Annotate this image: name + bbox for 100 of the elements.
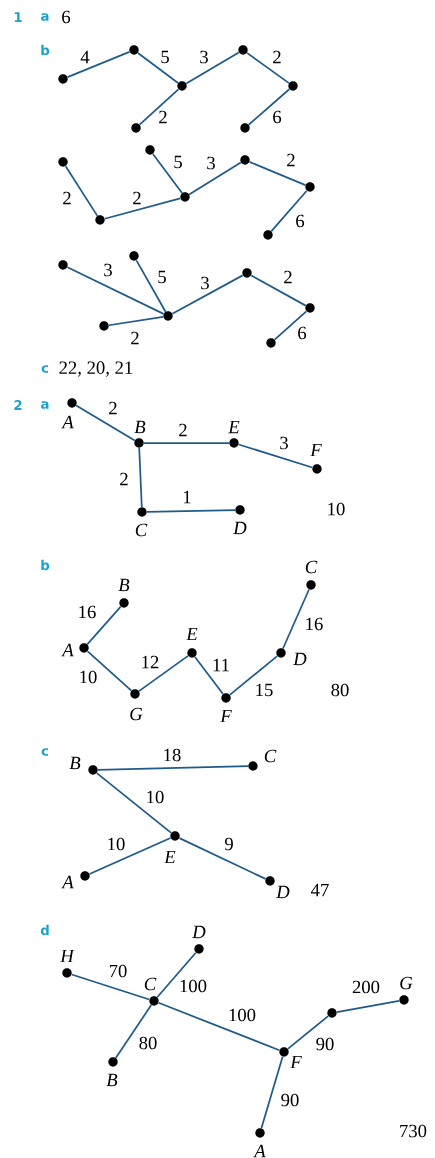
edge-label: 5 [172,155,184,169]
part-label: 1 [14,12,22,22]
edge-line [152,153,183,194]
vertex-label: A [61,643,74,657]
edge-label: 10 [78,670,98,684]
edge-label: 1 [181,490,193,504]
vertex-label: C [264,749,277,763]
edge-line [185,51,240,85]
edge-line [143,442,230,444]
vertex-label: C [135,523,148,537]
vertex-label: D [192,925,206,939]
part-label: c [41,365,49,373]
edge-line [95,772,172,834]
answer-text: 10 [328,502,345,516]
vertex-label: B [134,420,146,434]
edge-line [248,161,307,186]
edge-label: 2 [61,191,73,205]
edge-line [156,951,197,999]
answer-text: 47 [311,883,329,897]
edge-label: 11 [211,658,231,672]
vertex-label: A [61,415,74,429]
edge-label: 2 [107,401,119,415]
part-label: a [41,401,49,409]
edge-line [228,655,279,696]
vertex-label: E [164,850,176,864]
edge-line [194,656,224,695]
edge-line [75,404,136,442]
edge-line [70,973,151,1001]
edge-label: 100 [227,1008,257,1022]
edge-line [97,765,249,771]
edge-label: 3 [278,436,290,450]
edge-label: 5 [156,270,168,284]
vertex-label: B [69,756,81,770]
edge-label: 90 [315,1037,335,1051]
part-label: c [41,748,49,756]
vertex-label: A [253,1144,266,1158]
part-label: b [41,559,50,571]
edge-line [178,837,267,880]
answer-text: 22, 20, 21 [59,361,133,377]
edge-line [103,197,182,220]
part-label: d [40,924,49,936]
edge-label: 100 [178,979,208,993]
vertex-label: E [186,627,198,641]
edge-line [135,259,167,313]
vertex-label: D [276,885,290,899]
vertex-label: B [106,1073,118,1087]
edge-label: 15 [254,683,274,697]
edge-line [336,1000,400,1013]
edge-label: 2 [271,50,283,64]
edge-label: 2 [285,153,297,167]
edge-label: 3 [205,156,217,170]
edge-line [86,650,133,692]
edge-label: 3 [199,276,211,290]
edge-line [286,1015,330,1050]
vertex-label: G [130,707,143,721]
edge-label: 3 [102,263,114,277]
edge-label: 10 [106,837,126,851]
edge-line [188,161,242,196]
edge-line [282,588,310,650]
part-label: b [41,44,50,56]
edge-line [64,165,99,217]
edge-label: 2 [118,472,130,486]
edge-label: 18 [162,748,182,762]
edge-line [250,274,307,307]
vertex-label: H [60,949,75,963]
edge-label: 10 [145,790,165,804]
vertex-label: F [220,709,232,723]
vertex-label: F [310,443,322,457]
edge-label: 6 [271,110,283,124]
edge-label: 2 [177,423,189,437]
answer-text: 80 [331,683,349,697]
edge-label: 5 [159,50,171,64]
edge-line [247,88,291,126]
edge-line [157,1001,281,1052]
answer-text: 6 [62,10,71,24]
part-label: a [41,13,49,21]
edge-line [138,655,189,692]
edge-line [66,51,131,79]
edge-label: 90 [280,1093,300,1107]
edge-line [108,315,164,327]
edge-label: 16 [77,605,97,619]
edge-label: 4 [79,50,91,64]
edge-line [86,605,122,646]
edge-label: 12 [140,655,160,669]
edge-line [260,1055,284,1130]
edge-label: 2 [131,191,143,205]
edge-line [137,52,179,84]
edge-label: 16 [304,617,324,631]
edge-label: 80 [138,1036,158,1050]
vertex-label: C [305,560,318,574]
edge-line [273,310,308,341]
edge-label: 2 [282,270,294,284]
edge-label: 3 [198,50,210,64]
vertex-label: G [400,976,413,990]
edge-line [138,88,180,126]
edge-line [88,837,172,875]
edge-line [138,447,143,508]
edge-line [237,443,314,469]
edge-line [66,266,165,315]
vertex-label: D [293,652,307,666]
